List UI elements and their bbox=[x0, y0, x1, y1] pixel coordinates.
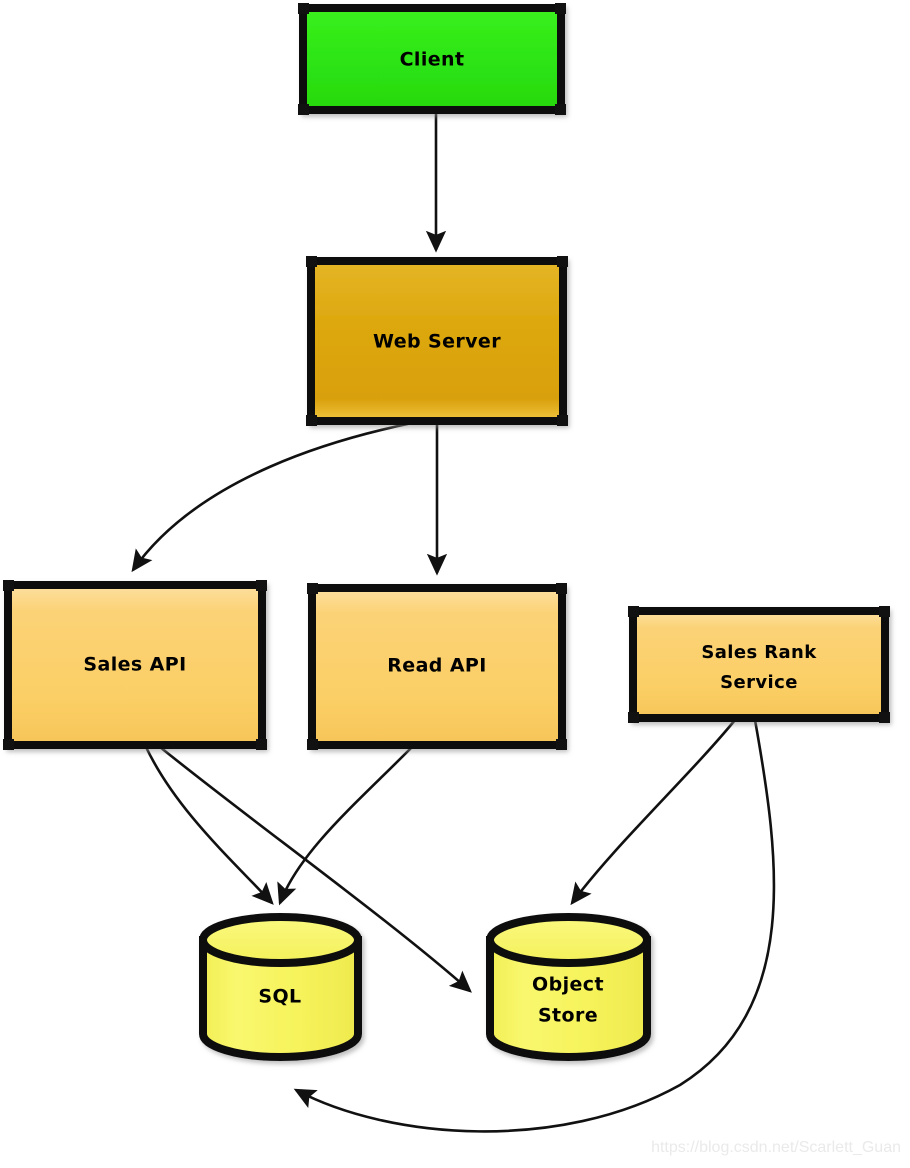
edge-sales-rank-service-to-sql bbox=[293, 719, 776, 1133]
client-box[interactable] bbox=[299, 4, 565, 114]
sql-cylinder-top bbox=[199, 913, 362, 967]
web-server-label: Web Server bbox=[373, 331, 501, 353]
sales-api-label: Sales API bbox=[83, 654, 186, 676]
edge-sales-api-to-object-store bbox=[159, 745, 472, 993]
watermark: https://blog.csdn.net/Scarlett_Guan bbox=[651, 1139, 901, 1156]
node-sales-api[interactable]: Sales API bbox=[3, 580, 267, 750]
sales-rank-service-box[interactable] bbox=[629, 607, 889, 722]
edge-web-server-to-sales-api bbox=[131, 421, 413, 573]
node-sales-rank-service[interactable]: Sales Rank Service bbox=[628, 606, 890, 723]
sales-api-corner-handles bbox=[3, 580, 267, 750]
object-store-cylinder-top bbox=[486, 913, 651, 967]
read-api-box[interactable] bbox=[308, 584, 566, 749]
sql-label: SQL bbox=[258, 986, 301, 1008]
client-corner-handles bbox=[298, 3, 566, 115]
web-server-box[interactable] bbox=[307, 257, 567, 425]
sales-rank-service-corner-handles bbox=[628, 606, 890, 723]
sales-rank-service-label-line-1: Sales Rank bbox=[701, 642, 817, 663]
read-api-label: Read API bbox=[387, 655, 486, 677]
node-object-store[interactable]: Object Store bbox=[486, 913, 651, 1061]
sales-api-box[interactable] bbox=[4, 581, 266, 749]
object-store-label-line-2: Store bbox=[538, 1005, 598, 1027]
node-read-api[interactable]: Read API bbox=[307, 583, 567, 750]
sales-rank-service-label-line-2: Service bbox=[720, 672, 798, 693]
edge-sales-api-to-sql bbox=[144, 746, 274, 905]
edge-layer bbox=[131, 112, 776, 1133]
object-store-cylinder-body[interactable] bbox=[486, 936, 651, 1061]
edge-read-api-to-sql bbox=[277, 746, 413, 906]
node-web-server[interactable]: Web Server bbox=[306, 256, 568, 426]
node-sql[interactable]: SQL bbox=[199, 913, 362, 1061]
sql-cylinder-body[interactable] bbox=[199, 936, 362, 1061]
client-label: Client bbox=[400, 49, 465, 71]
read-api-corner-handles bbox=[307, 583, 567, 750]
web-server-corner-handles bbox=[306, 256, 568, 426]
object-store-label-line-1: Object bbox=[532, 974, 604, 996]
node-client[interactable]: Client bbox=[298, 3, 566, 115]
edge-sales-rank-service-to-object-store bbox=[570, 719, 737, 906]
